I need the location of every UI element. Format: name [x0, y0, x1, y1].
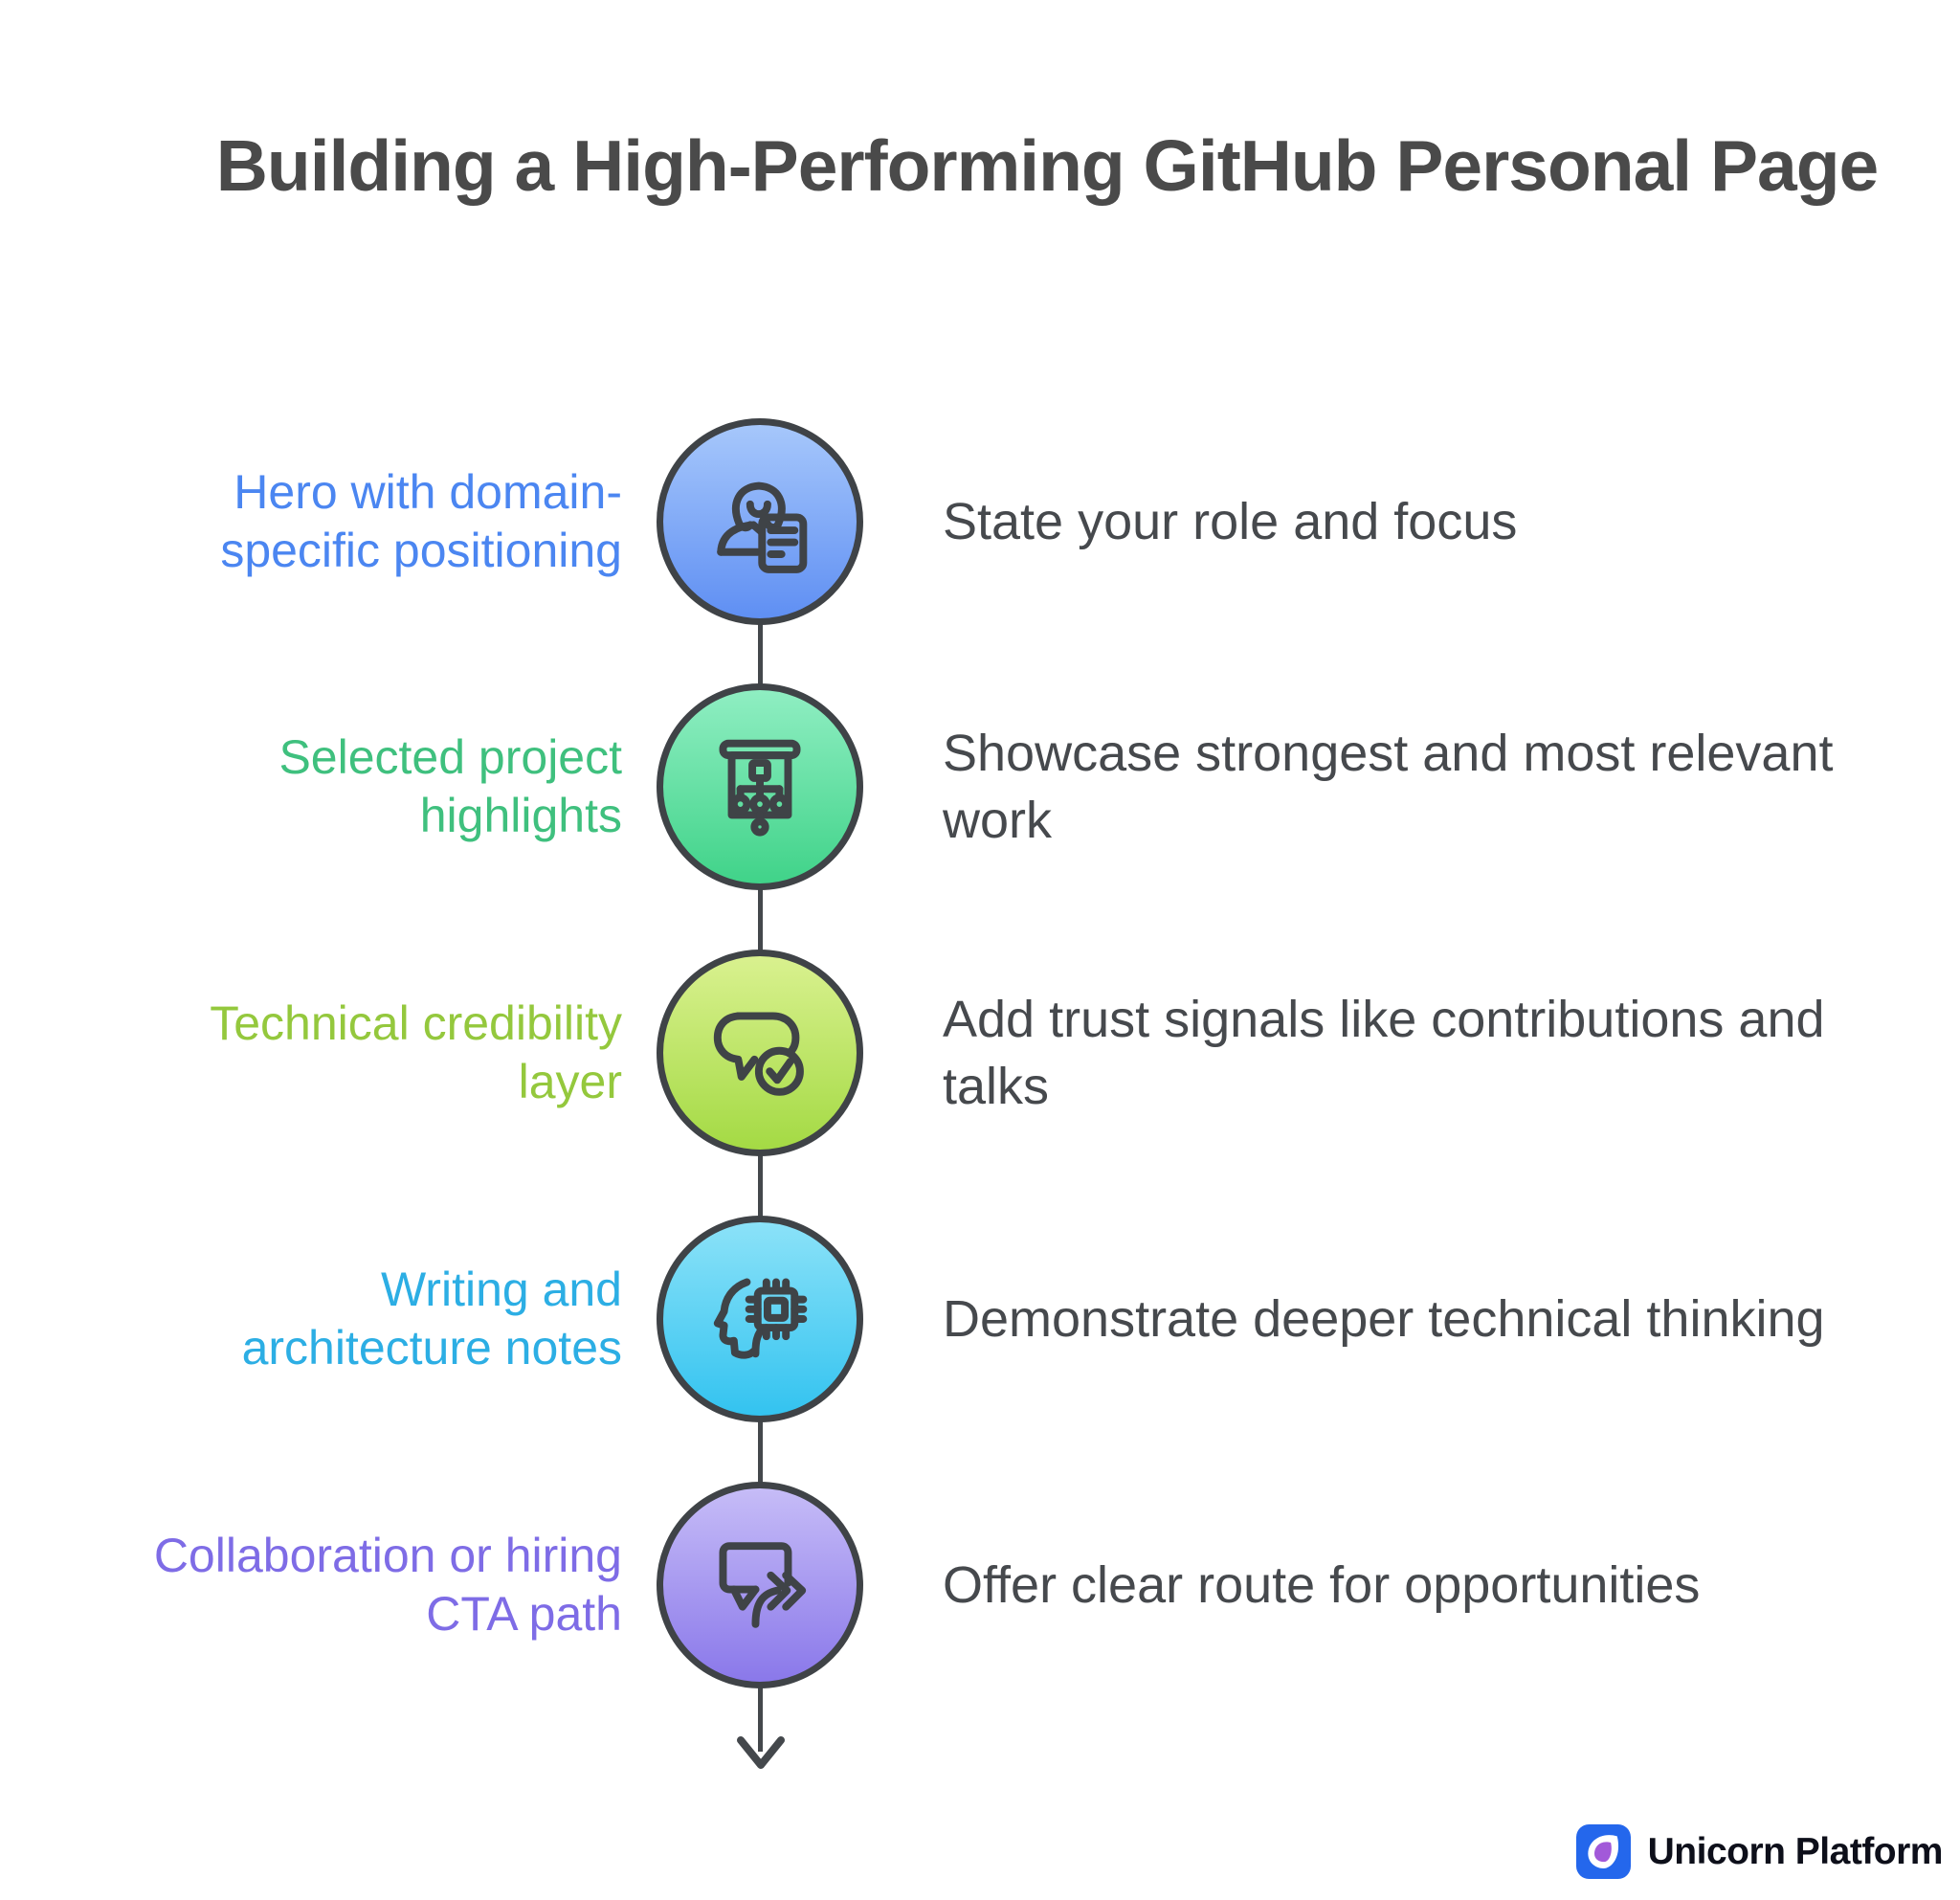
- person-profile-card-icon: [717, 481, 808, 573]
- timeline-arrow-down-icon: [737, 1736, 785, 1769]
- step-circle-badge: [657, 1482, 863, 1688]
- step-circle-badge: [657, 1216, 863, 1422]
- brand-footer: Unicorn Platform: [1575, 1824, 1944, 1879]
- unicorn-platform-logo-icon: [1575, 1824, 1631, 1879]
- speech-bubble-forward-icon: [719, 1542, 807, 1628]
- step-description: Add trust signals like contributions and…: [943, 990, 1825, 1115]
- step-description: State your role and focus: [943, 492, 1518, 550]
- step-label: Selected project highlights: [278, 730, 622, 842]
- step-circle-badge: [657, 683, 863, 890]
- timeline-step-project-highlights: Selected project highlights Showcase str…: [0, 662, 1960, 911]
- timeline-step-hero-positioning: Hero with domain-specific positioning St…: [0, 397, 1960, 646]
- timeline-step-cta-path: Collaboration or hiring CTA path Offer c…: [0, 1461, 1960, 1710]
- page-title: Building a High-Performing GitHub Person…: [215, 125, 1879, 206]
- timeline-step-writing-notes: Writing and architecture notes Demonstra…: [0, 1195, 1960, 1443]
- step-label: Writing and architecture notes: [241, 1263, 622, 1375]
- step-description: Demonstrate deeper technical thinking: [943, 1289, 1825, 1348]
- head-chip-icon: [713, 1278, 808, 1359]
- speech-bubble-check-icon: [713, 1012, 804, 1096]
- brand-name: Unicorn Platform: [1647, 1830, 1944, 1872]
- step-description: Showcase strongest and most relevant wor…: [943, 724, 1834, 849]
- step-label: Technical credibility layer: [210, 996, 622, 1108]
- step-description: Offer clear route for opportunities: [943, 1555, 1701, 1614]
- timeline-step-technical-credibility: Technical credibility layer Add trust si…: [0, 928, 1960, 1177]
- step-label: Hero with domain-specific positioning: [220, 465, 622, 577]
- presentation-flowchart-icon: [719, 739, 801, 837]
- step-label: Collaboration or hiring CTA path: [153, 1529, 622, 1641]
- step-circle-badge: [657, 950, 863, 1156]
- step-circle-badge: [657, 418, 863, 625]
